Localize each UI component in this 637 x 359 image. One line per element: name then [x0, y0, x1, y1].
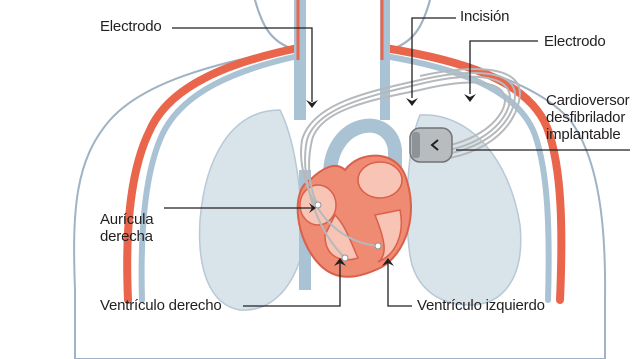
label-auricula-1: Aurícula: [100, 211, 180, 228]
label-cardioversor-2: desfibrilador: [546, 109, 636, 126]
label-auricula-2: derecha: [100, 228, 180, 245]
label-electrodo-left: Electrodo: [100, 18, 162, 35]
label-cardioversor-1: Cardioversor: [546, 92, 636, 109]
left-atrium: [358, 162, 402, 198]
label-ventriculo-izquierdo: Ventrículo izquierdo: [417, 297, 545, 314]
label-incision: Incisión: [460, 8, 509, 25]
label-electrodo-right: Electrodo: [544, 33, 606, 50]
icd-device-icon: [410, 128, 452, 162]
label-auricula: Aurícula derecha: [100, 211, 180, 245]
label-cardioversor-3: implantable: [546, 126, 636, 143]
label-cardioversor: Cardioversor desfibrilador implantable: [546, 92, 636, 143]
label-ventriculo-derecho: Ventrículo derecho: [100, 297, 221, 314]
